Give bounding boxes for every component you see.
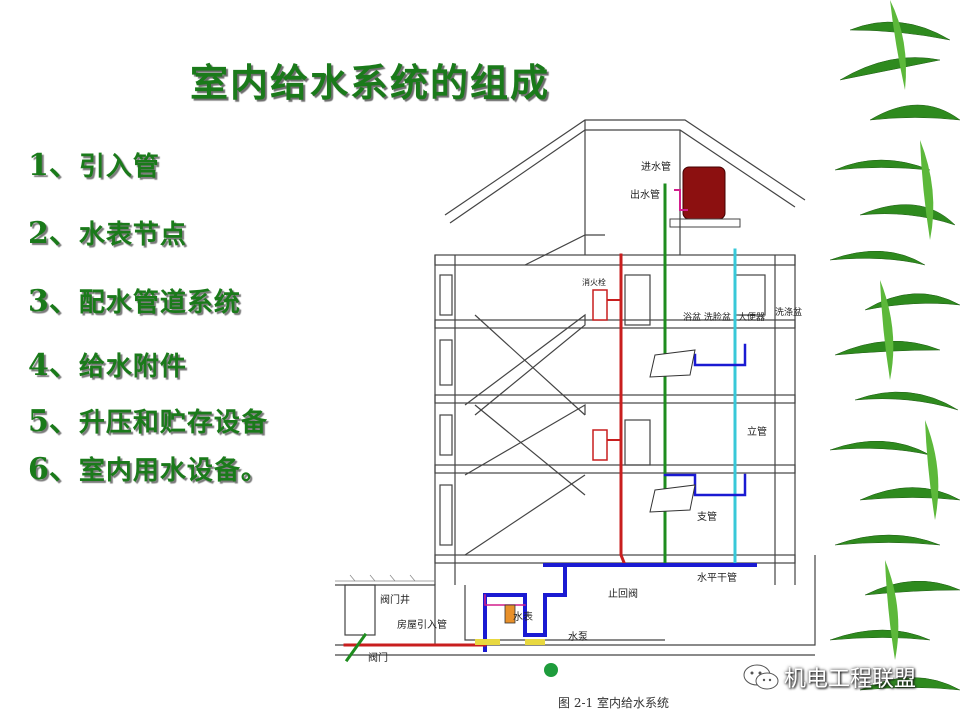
label-pump: 水泵 xyxy=(568,631,588,643)
gate-valve-pipe xyxy=(344,632,368,663)
label-branch: 支管 xyxy=(697,510,717,523)
label-fire-hydrant: 消火栓 xyxy=(582,277,606,287)
list-number: 6、 xyxy=(28,452,79,487)
branch-pipe xyxy=(663,473,747,497)
bathtub xyxy=(649,484,696,513)
wechat-icon xyxy=(743,664,779,690)
list-number: 3、 xyxy=(28,284,79,319)
label-water-meter: 水表 xyxy=(513,610,533,623)
label-check-valve: 止回阀 xyxy=(608,587,638,600)
list-number: 2、 xyxy=(28,216,79,251)
fire-hydrant-box xyxy=(592,429,608,461)
bathtub xyxy=(649,349,696,378)
pump-loop xyxy=(483,563,567,652)
list-number: 5、 xyxy=(28,404,79,439)
list-text: 室内用水设备。 xyxy=(78,456,268,486)
label-toilet: 大便器 xyxy=(738,311,765,323)
building-outline xyxy=(335,119,816,656)
magenta-pipe xyxy=(674,189,688,211)
label-outlet-pipe-top: 出水管 xyxy=(630,188,660,201)
list-item-6: 6、室内用水设备。 xyxy=(28,444,268,488)
list-number: 4、 xyxy=(28,348,79,383)
label-valve-well: 阀门井 xyxy=(380,593,410,606)
green-marker xyxy=(544,663,558,677)
list-item-4: 4、给水附件 xyxy=(28,340,187,384)
list-item-1: 1、引入管 xyxy=(28,140,160,184)
label-sink: 洗涤盆 xyxy=(775,306,802,318)
tank-base xyxy=(669,218,741,228)
label-bath-washbasin: 浴盆 洗脸盆 xyxy=(683,311,731,323)
water-meter xyxy=(504,604,516,624)
list-text: 升压和贮存设备 xyxy=(78,408,268,438)
list-text: 水表节点 xyxy=(78,220,187,250)
watermark-text: 机电工程联盟 xyxy=(784,667,917,692)
list-item-5: 5、升压和贮存设备 xyxy=(28,396,268,440)
list-item-2: 2、水表节点 xyxy=(28,208,187,252)
watermark: 机电工程联盟 xyxy=(742,660,916,694)
label-gate-valve: 阀门 xyxy=(368,651,388,664)
roof-water-tank xyxy=(682,166,726,220)
list-text: 给水附件 xyxy=(78,352,187,382)
list-text: 引入管 xyxy=(78,152,160,182)
list-number: 1、 xyxy=(28,148,79,183)
bamboo-decoration xyxy=(830,0,960,720)
label-house-inlet: 房屋引入管 xyxy=(397,618,447,631)
label-riser: 立管 xyxy=(747,425,767,438)
slide-title: 室内给水系统的组成 xyxy=(190,61,551,105)
label-horizontal-main: 水平干管 xyxy=(697,571,737,584)
ground-hatching xyxy=(335,574,435,582)
fire-hydrant-box xyxy=(592,289,608,321)
list-text: 配水管道系统 xyxy=(78,288,241,318)
yellow-fitting xyxy=(525,639,545,645)
label-inlet-pipe-top: 进水管 xyxy=(641,160,671,173)
yellow-fitting xyxy=(475,639,500,645)
water-supply-diagram: 进水管 出水管 消火栓 浴盆 洗脸盆 大便器 洗涤盆 立管 支管 水平干管 止回… xyxy=(335,119,816,677)
fire-pipe xyxy=(619,253,627,567)
list-item-3: 3、配水管道系统 xyxy=(28,276,241,320)
figure-caption: 图 2-1 室内给水系统 xyxy=(558,696,669,710)
